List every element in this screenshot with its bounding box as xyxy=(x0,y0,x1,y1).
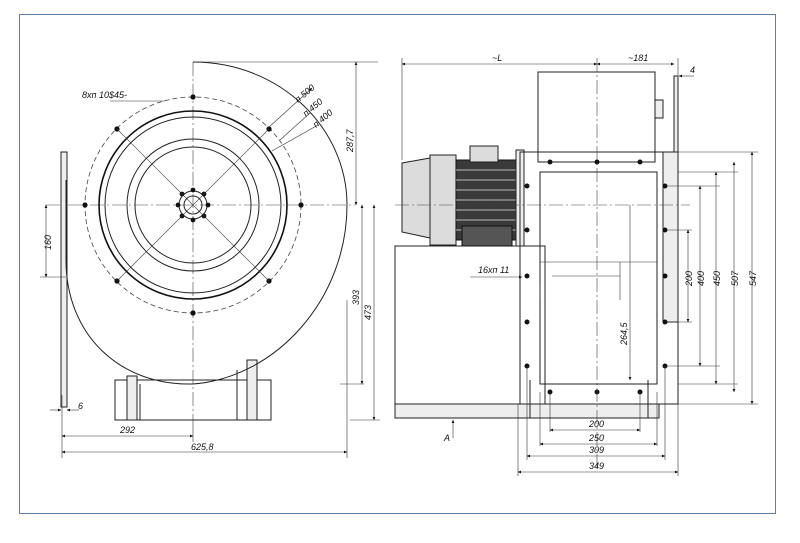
width-left-label: 292 xyxy=(119,425,135,435)
width-total-label: 625,8 xyxy=(191,442,214,452)
left-height-label: 160 xyxy=(43,235,53,250)
outlet-opening xyxy=(539,171,658,385)
flange-thickness-label: 6 xyxy=(78,401,83,411)
inlet-ring-450 xyxy=(104,116,282,294)
length-label: ~L xyxy=(492,53,502,63)
motor-end-cap xyxy=(401,157,431,239)
hub-bore xyxy=(183,195,203,215)
hdim-349-label: 349 xyxy=(589,461,604,471)
scroll-housing xyxy=(65,61,348,385)
flange-holes xyxy=(524,159,668,395)
bolt-holes xyxy=(82,94,304,316)
axis-height-label: 264,5 xyxy=(619,321,629,346)
right-leg xyxy=(246,359,258,421)
terminal-box xyxy=(469,145,499,163)
drawing-frame xyxy=(19,14,776,514)
bolt-note: 8xп 10$45- xyxy=(82,90,127,100)
hdim-200-label: 200 xyxy=(588,419,604,429)
left-leg xyxy=(126,375,138,421)
side-view: ~L ~181 4 16хп 11 264,5 A 200 400 450 50… xyxy=(394,53,758,476)
inlet-ring-400 xyxy=(126,138,260,272)
height-lower-label: 393 xyxy=(351,290,361,305)
vdim-200-label: 200 xyxy=(684,271,694,287)
front-view: 8xп 10$45- п 500 п 450 п 400 287,7 393 4… xyxy=(40,61,380,458)
side-flange-thickness-label: 4 xyxy=(690,65,695,75)
holes-note: 16хп 11 xyxy=(478,265,509,275)
height-total-label: 473 xyxy=(363,305,373,320)
vdim-547-label: 547 xyxy=(748,270,758,286)
height-upper-label: 287,7 xyxy=(345,128,355,153)
motor-offset-label: ~181 xyxy=(628,53,648,63)
motor-body xyxy=(429,154,457,246)
hdim-250-label: 250 xyxy=(588,433,604,443)
vdim-450-label: 450 xyxy=(712,271,722,286)
vdim-507-label: 507 xyxy=(730,270,740,286)
housing-top xyxy=(537,71,656,163)
inlet-ring-inner xyxy=(134,146,252,264)
motor-feet xyxy=(461,225,513,247)
hdim-309-label: 309 xyxy=(589,445,604,455)
motor-base xyxy=(394,245,546,419)
vdim-400-label: 400 xyxy=(696,271,706,286)
section-label: A xyxy=(443,433,450,443)
inlet-ring-outer xyxy=(98,110,288,300)
side-flange xyxy=(662,151,679,323)
outlet-flange xyxy=(519,151,679,405)
